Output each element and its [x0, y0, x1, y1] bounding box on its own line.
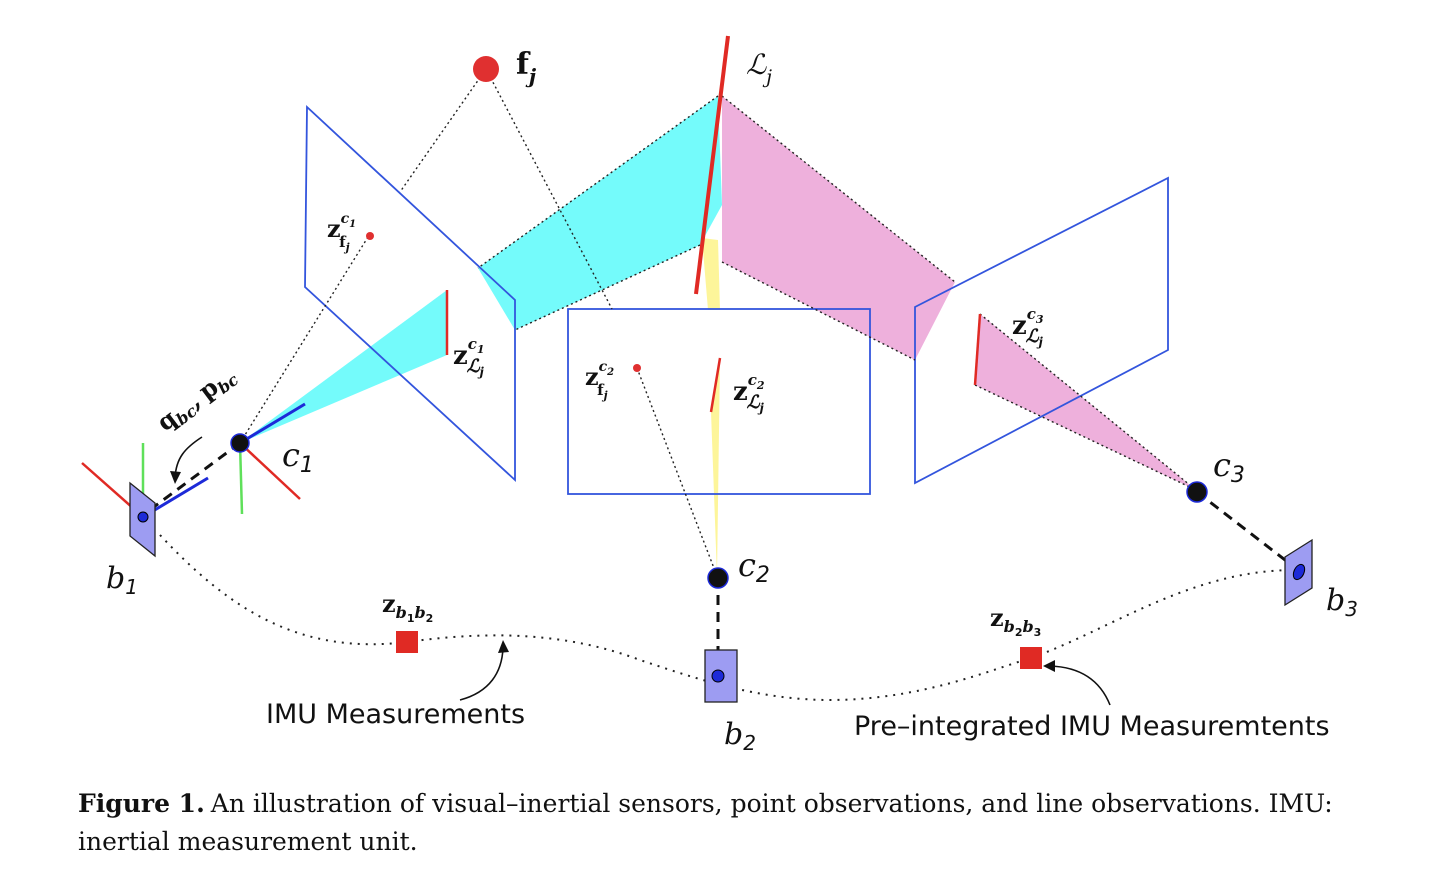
image-plane-c1: [304, 104, 516, 483]
imu-center-b2: [711, 669, 725, 683]
projection-edge: [477, 95, 719, 269]
axis-red-c1: [239, 442, 301, 500]
projection-edge: [979, 313, 1197, 491]
label-z-b1b2: zb1b2: [382, 589, 433, 625]
label-fj: fj: [516, 47, 537, 88]
point-feature-fj: [473, 56, 499, 82]
arrowhead-qbc: [170, 471, 181, 484]
preintegration-marker-b1b2: [396, 631, 418, 653]
ray-fj-c2-image: [636, 367, 718, 577]
label-Lj: ℒj: [746, 48, 772, 88]
image-plane-c3: [914, 176, 1169, 485]
label-b1: b1: [106, 561, 138, 599]
arrowhead-imu: [498, 640, 509, 653]
label-b2: b2: [724, 717, 756, 755]
arrow-imu: [459, 647, 504, 701]
imu-center-b1: [137, 511, 149, 523]
label-c1: c1: [282, 436, 314, 478]
label-imu-measurements: IMU Measurements: [266, 699, 525, 730]
camera-center-c3: [1186, 481, 1208, 503]
line-projection-c3-upper: [722, 96, 955, 360]
point-observation-c2: [633, 364, 641, 372]
caption-label: Figure 1.: [78, 789, 205, 818]
label-z-b2b3: zb2b3: [990, 603, 1041, 639]
extrinsic-link-1: [142, 441, 241, 517]
axis-green-c1: [238, 442, 244, 515]
line-projection-c2-lower: [711, 358, 720, 576]
line-projection-c2-upper: [702, 238, 720, 310]
line-observation-c2: [709, 357, 722, 413]
caption-text: An illustration of visual–inertial senso…: [78, 789, 1333, 856]
point-observation-c1: [366, 232, 374, 240]
arrow-preint: [1049, 665, 1111, 706]
label-c2: c2: [738, 546, 770, 588]
line-projection-c1-upper: [478, 96, 722, 330]
image-plane-c2: [567, 308, 871, 495]
ray-fj-c2: [485, 68, 613, 310]
label-b3: b3: [1326, 583, 1358, 621]
preintegration-marker-b2b3: [1020, 647, 1042, 669]
extrinsic-link-3: [1196, 490, 1299, 572]
line-projection-c3-lower: [975, 314, 1196, 490]
line-observation-c3: [973, 313, 982, 386]
camera-center-c2: [707, 567, 729, 589]
figure-caption: Figure 1.An illustration of visual–inert…: [78, 785, 1378, 861]
line-feature-Lj: [694, 35, 730, 295]
axis-blue-c1: [239, 402, 306, 445]
label-qbc-pbc: qbc,pbc: [151, 359, 242, 439]
projection-edge: [721, 261, 916, 361]
arrowhead-preint: [1043, 660, 1055, 672]
projection-edge: [514, 244, 701, 331]
projection-edge: [974, 384, 1197, 491]
ray-fj-c1-image: [239, 236, 369, 444]
ray-fj-c1: [399, 68, 487, 193]
label-c3: c3: [1213, 446, 1245, 488]
imu-center-b3: [1292, 563, 1306, 581]
camera-center-c1: [230, 433, 250, 453]
label-preintegrated-imu: Pre–integrated IMU Measuremtents: [854, 711, 1330, 742]
line-projection-c1-lower: [240, 290, 447, 443]
